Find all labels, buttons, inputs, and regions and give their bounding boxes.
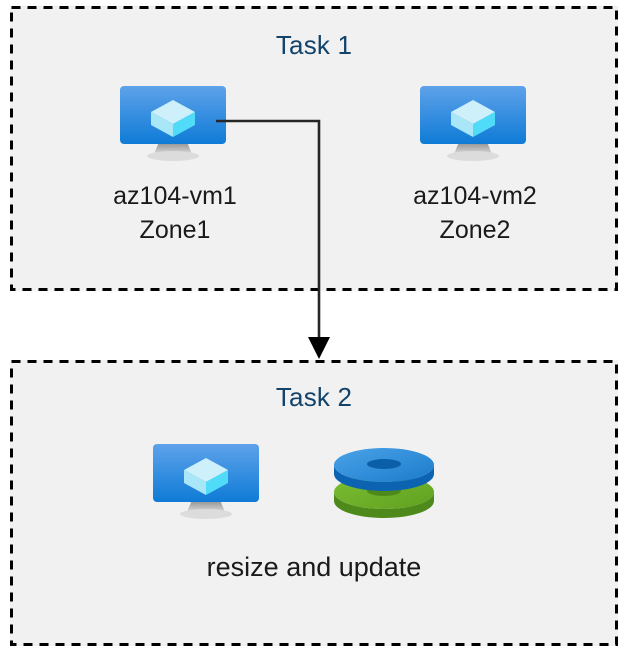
- virtual-machine-icon: [120, 86, 226, 161]
- task2-virtual-machine-icon: [152, 443, 260, 525]
- task-1-panel: Task 1: [10, 6, 618, 291]
- vm1-virtual-machine-icon: [119, 85, 227, 167]
- managed-disks-icon: [334, 448, 434, 518]
- task-1-title: Task 1: [275, 30, 353, 60]
- vm1-label: az104-vm1 Zone1: [113, 182, 237, 244]
- task-2-panel: Task 2: [10, 360, 618, 646]
- task-2-caption: resize and update: [206, 552, 422, 582]
- virtual-machine-icon: [420, 86, 526, 161]
- virtual-machine-icon: [153, 444, 259, 519]
- down-arrow-icon: [308, 337, 330, 359]
- task-2-title: Task 2: [275, 382, 353, 412]
- managed-disks-icon: [332, 443, 436, 525]
- vm2-label: az104-vm2 Zone2: [413, 182, 537, 244]
- vm2-virtual-machine-icon: [419, 85, 527, 167]
